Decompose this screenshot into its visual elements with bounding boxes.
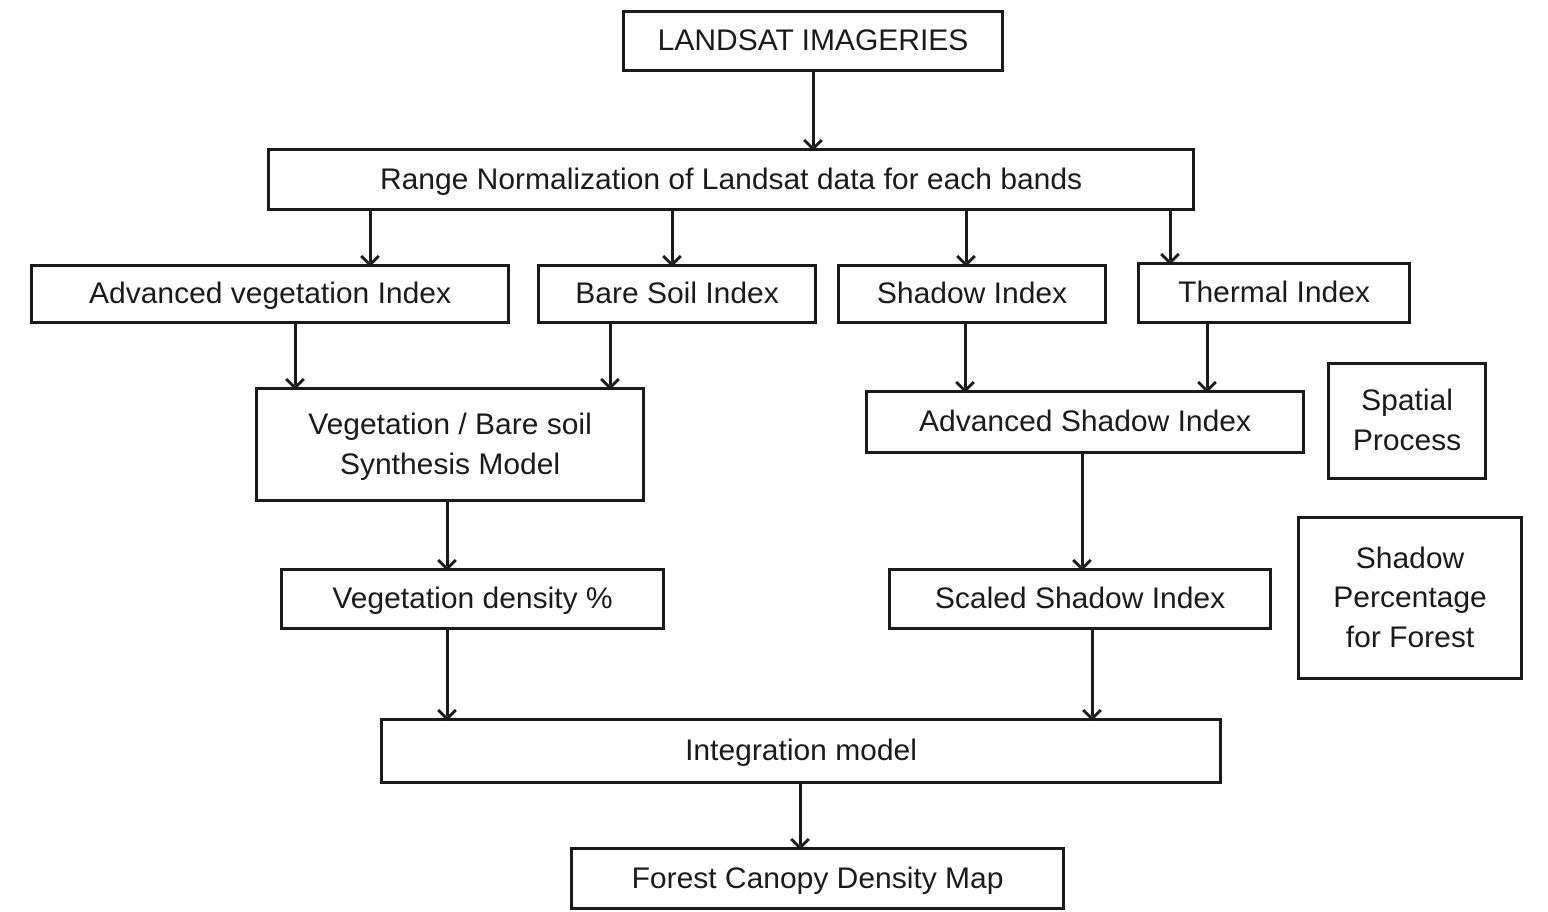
node-integration-model: Integration model [380, 718, 1222, 784]
node-bare-soil-index: Bare Soil Index [537, 264, 817, 324]
node-shadow-index: Shadow Index [837, 264, 1107, 324]
node-scaled-shadow-index: Scaled Shadow Index [888, 568, 1272, 630]
node-spatial-process: Spatial Process [1327, 362, 1487, 480]
node-landsat-imageries: LANDSAT IMAGERIES [622, 10, 1004, 72]
node-forest-canopy-density-map: Forest Canopy Density Map [570, 847, 1065, 910]
node-range-normalization: Range Normalization of Landsat data for … [267, 148, 1195, 211]
node-advanced-vegetation-index: Advanced vegetation Index [30, 264, 510, 324]
node-synthesis-model: Vegetation / Bare soil Synthesis Model [255, 387, 645, 502]
node-advanced-shadow-index: Advanced Shadow Index [865, 390, 1305, 454]
node-vegetation-density: Vegetation density % [280, 568, 665, 630]
node-shadow-percentage-for-forest: Shadow Percentage for Forest [1297, 516, 1523, 680]
node-thermal-index: Thermal Index [1137, 262, 1411, 324]
